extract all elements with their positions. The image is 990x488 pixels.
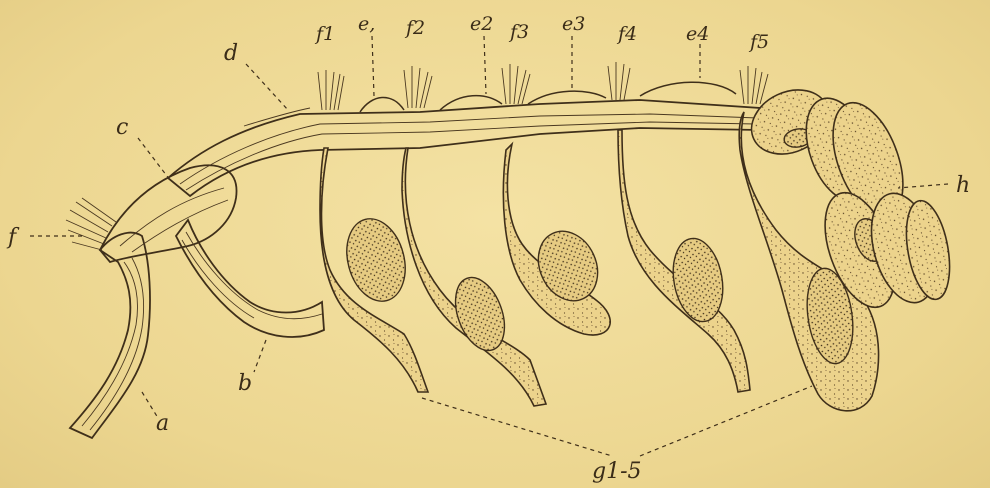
label-e1: e, xyxy=(358,13,375,35)
label-e4: e4 xyxy=(686,23,709,45)
label-f1: f1 xyxy=(314,23,335,45)
label-g: g1-5 xyxy=(592,459,642,484)
ganglion-c xyxy=(100,165,237,262)
sensory-cell-g4 xyxy=(618,130,750,392)
label-f: f xyxy=(6,225,20,250)
label-c: c xyxy=(116,115,128,140)
label-f4: f4 xyxy=(616,23,637,45)
nerve-branch-b xyxy=(176,220,324,337)
nerve-trunk-a xyxy=(70,233,150,438)
label-e3: e3 xyxy=(562,13,585,35)
label-f5: f5 xyxy=(748,31,769,53)
label-d: d xyxy=(224,41,238,66)
labels: a b c d f h e, e2 e3 e4 f1 f2 f3 f4 f5 g… xyxy=(6,13,970,484)
label-b: b xyxy=(238,371,252,396)
label-h: h xyxy=(956,173,970,198)
nerve-d xyxy=(168,100,760,196)
label-e2: e2 xyxy=(470,13,493,35)
gland-cells-h xyxy=(741,78,956,317)
label-a: a xyxy=(156,411,169,436)
sensory-cell-g1 xyxy=(320,148,428,392)
sensory-cell-g3 xyxy=(503,144,610,335)
label-f2: f2 xyxy=(404,17,425,39)
label-f3: f3 xyxy=(508,21,529,43)
